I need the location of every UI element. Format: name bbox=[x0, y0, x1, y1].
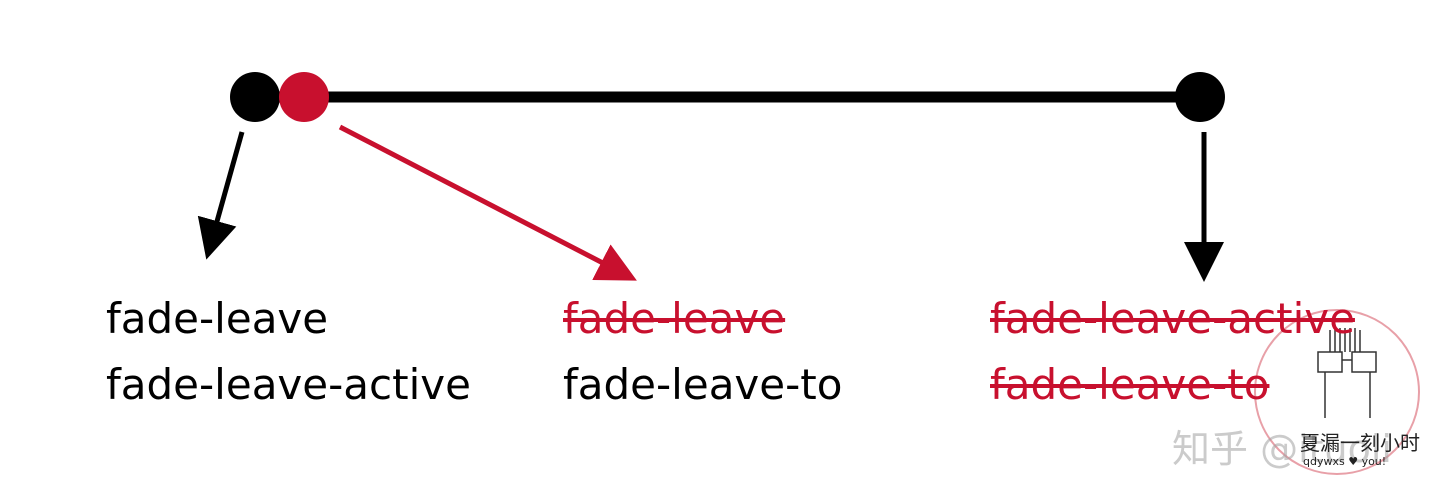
next-frame-label-fade-leave-to: fade-leave-to bbox=[563, 360, 843, 409]
watermark-stamp-name: 夏漏一刻小时 bbox=[1300, 431, 1420, 455]
end-label-fade-leave-active: fade-leave-active bbox=[990, 294, 1355, 343]
next-frame-label-fade-leave: fade-leave bbox=[563, 294, 786, 343]
watermark-stamp bbox=[1254, 309, 1420, 475]
watermark-stamp-caption: qdywxs ♥ you! bbox=[1303, 455, 1387, 468]
watermark-avatar bbox=[1317, 328, 1377, 418]
end-node bbox=[1175, 72, 1225, 122]
end-label-fade-leave-to: fade-leave-to bbox=[990, 360, 1270, 409]
next-frame-node bbox=[279, 72, 329, 122]
watermark-site: 知乎 @ituoli bbox=[1172, 427, 1392, 471]
start-label-fade-leave: fade-leave bbox=[106, 294, 329, 343]
start-label-fade-leave-active: fade-leave-active bbox=[106, 360, 471, 409]
start-arrow bbox=[197, 131, 245, 260]
start-node bbox=[230, 72, 280, 122]
next-frame-arrow bbox=[338, 124, 637, 281]
